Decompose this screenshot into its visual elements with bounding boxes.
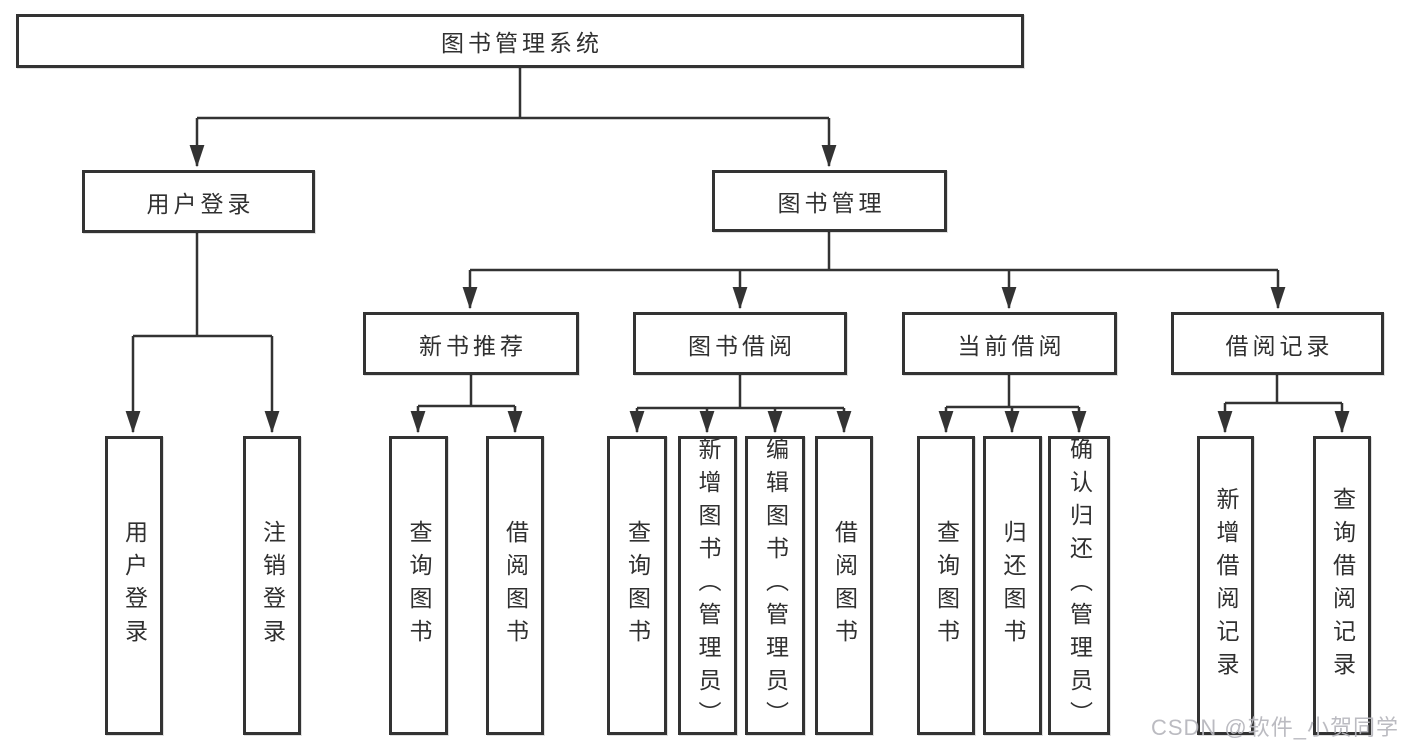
leaf-add-book-admin: 新增图书（管理员）	[678, 436, 737, 735]
csdn-watermark: CSDN @软件_小贺同学	[1150, 715, 1399, 740]
leaf-edit-book-admin: 编辑图书（管理员）	[745, 436, 805, 735]
leaf-add-borrow-record: 新增借阅记录	[1197, 436, 1254, 735]
node-user-login: 用户登录	[82, 170, 315, 233]
node-label: 图书管理系统	[441, 30, 603, 56]
leaf-label: 查询借阅记录	[1329, 486, 1356, 685]
leaf-query-borrow-record: 查询借阅记录	[1313, 436, 1371, 735]
connector-login-to-leaves	[125, 233, 280, 434]
leaf-label: 查询图书	[933, 519, 960, 652]
connector-records-to-leaves	[1217, 375, 1350, 434]
node-label: 新书推荐	[419, 332, 527, 359]
leaf-label: 新增借阅记录	[1213, 486, 1239, 685]
leaf-borrow-books-recommend: 借阅图书	[486, 436, 544, 735]
node-book-management: 图书管理	[712, 170, 947, 232]
connector-recommend-to-leaves	[410, 375, 523, 434]
node-label: 当前借阅	[957, 332, 1066, 359]
leaf-logout: 注销登录	[243, 436, 301, 735]
leaf-query-books-borrowing: 查询图书	[607, 436, 667, 735]
leaf-label: 归还图书	[1000, 519, 1026, 652]
leaf-label: 编辑图书（管理员）	[762, 437, 789, 734]
leaf-query-books-current: 查询图书	[917, 436, 975, 735]
leaf-label: 查询图书	[624, 519, 651, 652]
node-book-borrowing: 图书借阅	[633, 312, 847, 375]
node-label: 图书借阅	[688, 332, 796, 359]
connector-mgmt-to-level3	[462, 232, 1286, 310]
node-new-book-recommend: 新书推荐	[363, 312, 579, 375]
leaf-query-books-recommend: 查询图书	[389, 436, 448, 735]
connector-root-to-level2	[189, 68, 837, 168]
leaf-label: 借阅图书	[502, 519, 529, 652]
node-label: 图书管理	[777, 190, 886, 216]
leaf-label: 注销登录	[259, 519, 286, 652]
node-library-management-system: 图书管理系统	[16, 14, 1024, 68]
leaf-label: 查询图书	[406, 519, 432, 652]
leaf-user-login: 用户登录	[105, 436, 163, 735]
connector-current-to-leaves	[938, 375, 1087, 434]
leaf-label: 确认归还（管理员）	[1066, 437, 1093, 734]
node-label: 借阅记录	[1225, 332, 1334, 359]
node-label: 用户登录	[146, 190, 255, 217]
leaf-return-books: 归还图书	[983, 436, 1042, 735]
leaf-confirm-return-admin: 确认归还（管理员）	[1048, 436, 1110, 735]
node-borrowing-records: 借阅记录	[1171, 312, 1384, 375]
node-current-borrowing: 当前借阅	[902, 312, 1117, 375]
leaf-borrow-books-borrowing: 借阅图书	[815, 436, 873, 735]
leaf-label: 用户登录	[121, 519, 148, 652]
leaf-label: 新增图书（管理员）	[695, 437, 721, 734]
connector-borrowing-to-leaves	[629, 375, 852, 434]
leaf-label: 借阅图书	[831, 519, 858, 652]
